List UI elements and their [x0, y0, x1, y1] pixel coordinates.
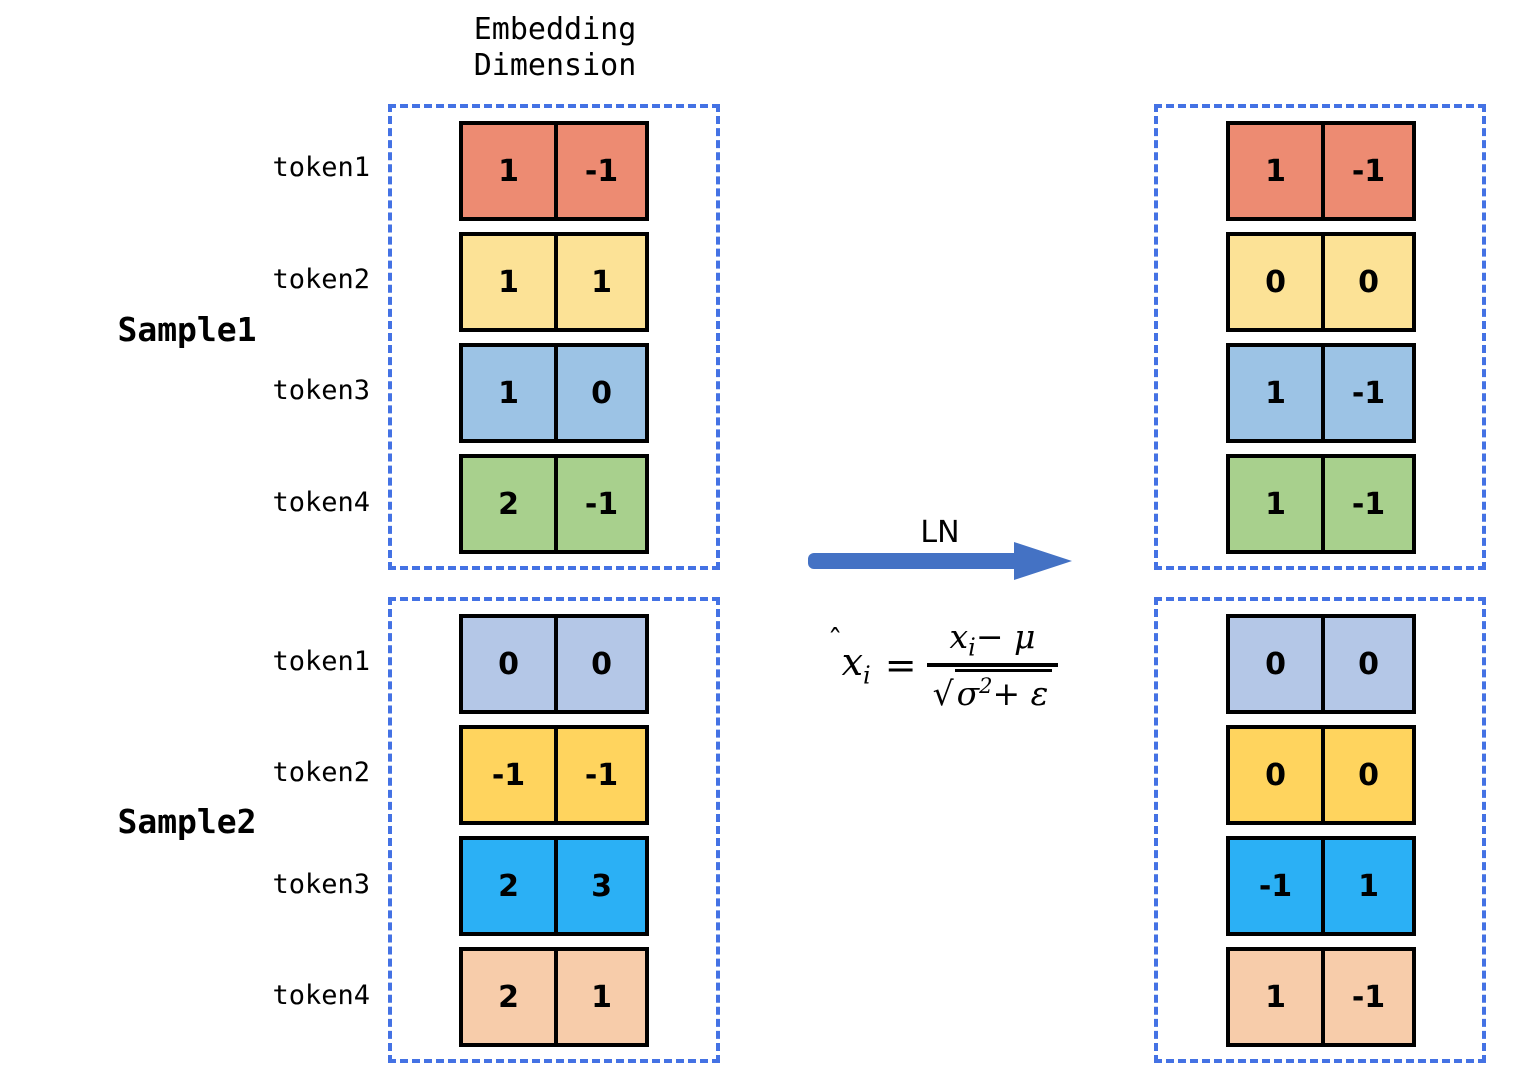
- numerator-rest: − μ: [975, 616, 1036, 656]
- matrix-cell: 0: [554, 618, 645, 710]
- denominator-rest: + ε: [992, 674, 1049, 714]
- formula-lhs: ̂xi: [842, 640, 875, 690]
- sigma-var: σ: [956, 674, 980, 714]
- matrix-cell: -1: [491, 757, 526, 793]
- sample1-input-box: [388, 104, 720, 570]
- matrix-cell: 0: [1321, 618, 1412, 710]
- matrix-row-s1-out-token2: 0 0: [1226, 232, 1416, 332]
- token-label-s2-token2: token2: [272, 757, 370, 788]
- matrix-row-s1-out-token4: 1 -1: [1226, 454, 1416, 554]
- matrix-cell: -1: [1258, 868, 1293, 904]
- matrix-cell: 0: [1265, 264, 1286, 300]
- matrix-cell: -1: [554, 729, 645, 821]
- radicand: σ2+ ε: [954, 669, 1053, 714]
- matrix-row-s1-in-token2: 1 1: [459, 232, 649, 332]
- numerator-sub: i: [968, 633, 976, 662]
- matrix-cell: 0: [498, 646, 519, 682]
- matrix-cell: 1: [498, 375, 519, 411]
- sample2-input-box: [388, 597, 720, 1063]
- matrix-row-s2-in-token1: 0 0: [459, 614, 649, 714]
- matrix-cell: 1: [498, 264, 519, 300]
- formula-lhs-var: x: [841, 640, 864, 685]
- formula-numerator: xi− μ: [944, 617, 1042, 664]
- formula-denominator: √σ2+ ε: [927, 667, 1059, 713]
- matrix-cell: 1: [1265, 375, 1286, 411]
- matrix-cell: -1: [554, 458, 645, 550]
- sample2-label: Sample2: [117, 802, 257, 841]
- matrix-cell: -1: [1321, 951, 1412, 1043]
- formula-fraction: xi− μ √σ2+ ε: [926, 617, 1059, 713]
- formula-lhs-sub: i: [863, 661, 871, 690]
- matrix-cell: 1: [554, 951, 645, 1043]
- matrix-cell: 0: [1265, 646, 1286, 682]
- matrix-cell: -1: [1321, 125, 1412, 217]
- matrix-row-s2-out-token3: -1 1: [1226, 836, 1416, 936]
- numerator-var: x: [949, 616, 969, 656]
- matrix-cell: 1: [498, 153, 519, 189]
- sigma-exponent: 2: [979, 674, 993, 699]
- matrix-row-s1-out-token3: 1 -1: [1226, 343, 1416, 443]
- matrix-cell: 1: [1265, 979, 1286, 1015]
- matrix-row-s1-out-token1: 1 -1: [1226, 121, 1416, 221]
- token-label-s2-token1: token1: [272, 646, 370, 677]
- matrix-row-s2-in-token2: -1 -1: [459, 725, 649, 825]
- matrix-cell: 3: [554, 840, 645, 932]
- matrix-cell: 2: [498, 486, 519, 522]
- matrix-cell: -1: [1321, 347, 1412, 439]
- matrix-row-s2-out-token1: 0 0: [1226, 614, 1416, 714]
- layernorm-formula: ̂xi = xi− μ √σ2+ ε: [800, 610, 1100, 720]
- matrix-cell: 0: [554, 347, 645, 439]
- token-label-s2-token3: token3: [272, 869, 370, 900]
- matrix-cell: 0: [1321, 236, 1412, 328]
- matrix-cell: 2: [498, 979, 519, 1015]
- matrix-cell: 1: [1265, 153, 1286, 189]
- matrix-cell: -1: [554, 125, 645, 217]
- matrix-row-s2-out-token4: 1 -1: [1226, 947, 1416, 1047]
- token-label-s2-token4: token4: [272, 980, 370, 1011]
- ln-transform-label: LN: [920, 515, 960, 550]
- matrix-row-s1-in-token4: 2 -1: [459, 454, 649, 554]
- formula-equals: =: [884, 643, 917, 687]
- matrix-cell: -1: [1321, 458, 1412, 550]
- sample1-output-box: [1154, 104, 1486, 570]
- matrix-row-s1-in-token3: 1 0: [459, 343, 649, 443]
- matrix-cell: 0: [1321, 729, 1412, 821]
- matrix-cell: 0: [1265, 757, 1286, 793]
- matrix-cell: 1: [1265, 486, 1286, 522]
- token-label-s1-token1: token1: [272, 152, 370, 183]
- ln-arrow-icon: [806, 540, 1076, 582]
- matrix-cell: 1: [1321, 840, 1412, 932]
- sample1-label: Sample1: [117, 310, 257, 349]
- token-label-s1-token4: token4: [272, 487, 370, 518]
- matrix-row-s2-in-token3: 2 3: [459, 836, 649, 936]
- matrix-row-s2-out-token2: 0 0: [1226, 725, 1416, 825]
- fraction-bar: [926, 663, 1059, 668]
- matrix-row-s2-in-token4: 2 1: [459, 947, 649, 1047]
- matrix-cell: 1: [554, 236, 645, 328]
- matrix-row-s1-in-token1: 1 -1: [459, 121, 649, 221]
- token-label-s1-token2: token2: [272, 264, 370, 295]
- sample2-output-box: [1154, 597, 1486, 1063]
- token-label-s1-token3: token3: [272, 375, 370, 406]
- matrix-cell: 2: [498, 868, 519, 904]
- embedding-dimension-label: Embedding Dimension: [473, 12, 637, 83]
